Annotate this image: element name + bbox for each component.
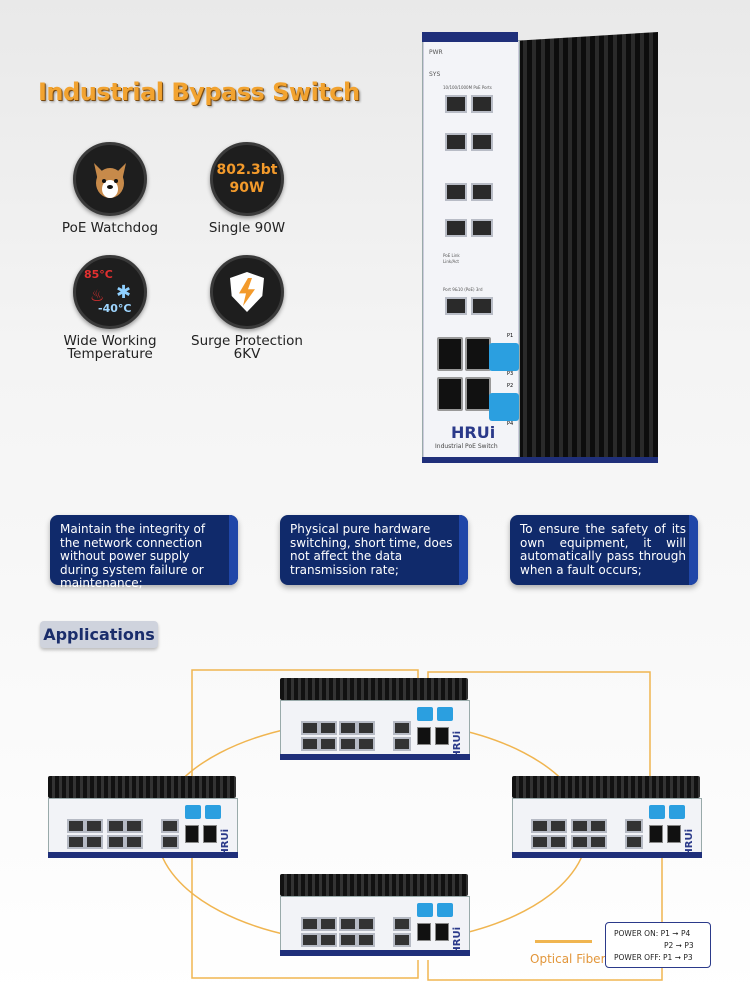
hot-temp: 85°C bbox=[84, 268, 113, 281]
applications-heading: Applications bbox=[40, 621, 158, 648]
bypass-label: P3 bbox=[507, 371, 514, 377]
bypass-label: P2 bbox=[507, 383, 514, 389]
rj45-port bbox=[445, 297, 467, 315]
app-switch-top: HRUi bbox=[280, 678, 470, 762]
port-header: 10/100/1000M PoE Ports bbox=[443, 85, 492, 90]
poe-badge-icon: 802.3bt 90W bbox=[210, 142, 284, 216]
feature-label-line2: 6KV bbox=[233, 346, 261, 362]
info-text: To ensure the safety of its own equipmen… bbox=[520, 522, 686, 577]
sfp-port bbox=[465, 337, 491, 371]
brand-subtitle: Industrial PoE Switch bbox=[435, 443, 498, 450]
rj45-port bbox=[471, 95, 493, 113]
fiber-port bbox=[489, 393, 519, 421]
sfp-port bbox=[465, 377, 491, 411]
temperature-icon: 85°C ♨ ✱ -40°C bbox=[73, 255, 147, 329]
rj45-port bbox=[445, 183, 467, 201]
legend-line-1: PoE Link bbox=[443, 253, 460, 258]
rj45-port bbox=[471, 133, 493, 151]
feature-label-line2: Temperature bbox=[67, 346, 153, 362]
feature-label: Single 90W bbox=[208, 220, 286, 236]
brand-logo: HRUi bbox=[451, 423, 496, 442]
feature-label-line1: Wide Working bbox=[63, 333, 157, 349]
feature-poe-watchdog: PoE Watchdog bbox=[35, 142, 185, 235]
sys-led-label: SYS bbox=[429, 71, 441, 78]
feature-label: PoE Watchdog bbox=[61, 220, 159, 236]
sfp-port bbox=[437, 337, 463, 371]
rj45-port bbox=[471, 297, 493, 315]
bypass-label: P1 bbox=[507, 333, 514, 339]
bypass-label: P4 bbox=[507, 421, 514, 427]
front-top-trim bbox=[422, 32, 518, 42]
dog-icon bbox=[73, 142, 147, 216]
page-title: Industrial Bypass Switch bbox=[38, 78, 360, 106]
feature-single-90w: 802.3bt 90W Single 90W bbox=[172, 142, 322, 235]
rj45-port bbox=[445, 133, 467, 151]
legend-p2: P2 ➞ P3 bbox=[664, 941, 694, 950]
rj45-port bbox=[445, 219, 467, 237]
product-image: PWR SYS 10/100/1000M PoE Ports PoE Link … bbox=[422, 32, 660, 463]
legend-line-2: Link/Act bbox=[443, 259, 459, 264]
legend-power-off: POWER OFF: P1 ➞ P3 bbox=[614, 953, 693, 962]
port-header-2: Port 9&10 (PoE) 3rd bbox=[443, 287, 483, 292]
sfp-port bbox=[437, 377, 463, 411]
fiber-port bbox=[489, 343, 519, 371]
feature-label-line1: Surge Protection bbox=[191, 333, 303, 349]
app-switch-bottom: HRUi bbox=[280, 874, 470, 958]
optical-fiber-line-icon bbox=[535, 940, 592, 943]
rj45-port bbox=[471, 219, 493, 237]
legend-power-on: POWER ON: P1 ➞ P4 bbox=[614, 929, 691, 938]
info-box-integrity: Maintain the integrity of the network co… bbox=[50, 515, 238, 590]
badge-line1: 802.3bt bbox=[216, 162, 278, 178]
bypass-legend: POWER ON: P1 ➞ P4 P2 ➞ P3 POWER OFF: P1 … bbox=[605, 922, 711, 968]
base-trim bbox=[422, 457, 658, 463]
cold-temp: -40°C bbox=[98, 302, 132, 315]
info-box-hardware: Physical pure hardware switching, short … bbox=[280, 515, 468, 585]
optical-fiber-label: Optical Fiber bbox=[530, 952, 606, 966]
info-text: Physical pure hardware switching, short … bbox=[290, 522, 453, 577]
heatsink bbox=[518, 32, 658, 462]
pwr-led-label: PWR bbox=[429, 49, 443, 56]
app-switch-left: HRUi bbox=[48, 776, 238, 860]
flame-icon: ♨ bbox=[90, 286, 105, 305]
info-box-safety: To ensure the safety of its own equipmen… bbox=[510, 515, 698, 585]
switch-front-panel: PWR SYS 10/100/1000M PoE Ports PoE Link … bbox=[422, 40, 520, 460]
info-text: Maintain the integrity of the network co… bbox=[60, 522, 206, 590]
app-switch-right: HRUi bbox=[512, 776, 702, 860]
snowflake-icon: ✱ bbox=[116, 282, 132, 303]
rj45-port bbox=[445, 95, 467, 113]
rj45-port bbox=[471, 183, 493, 201]
lightning-shield-icon bbox=[210, 255, 284, 329]
badge-line2: 90W bbox=[229, 180, 265, 196]
